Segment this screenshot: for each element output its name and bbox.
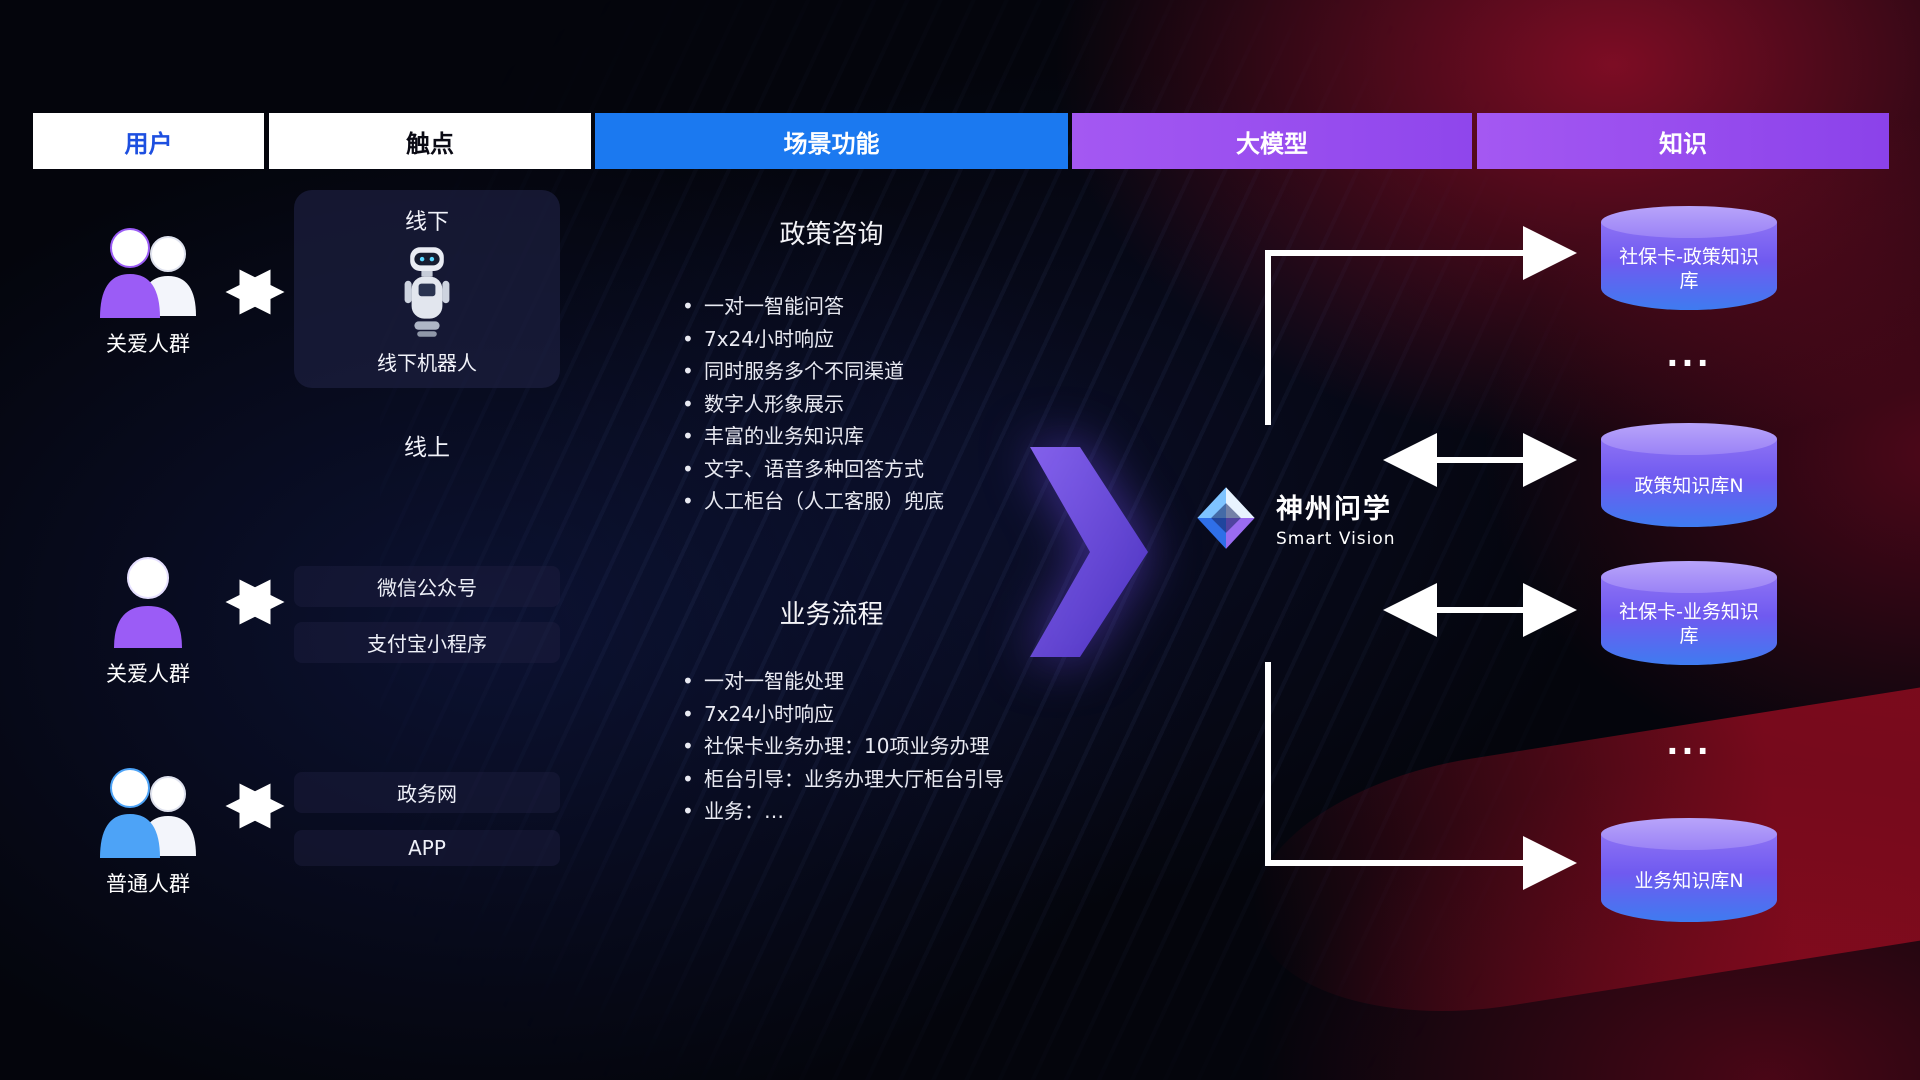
offline-robot-label: 线下机器人 <box>377 351 477 375</box>
user-group-general: 普通人群 <box>58 758 238 898</box>
robot-icon <box>404 246 450 337</box>
single-person-icon <box>114 557 182 648</box>
header-col-users: 用户 <box>33 113 264 169</box>
smart-vision-logo-icon <box>1197 487 1255 549</box>
model-subtitle: Smart Vision <box>1276 529 1396 549</box>
knowledge-db-business-socialcard: 社保卡-业务知识库 <box>1601 561 1777 665</box>
business-process-title: 业务流程 <box>779 600 884 630</box>
online-title: 线上 <box>404 435 450 461</box>
list-item: 一对一智能处理 <box>680 665 1004 698</box>
policy-consult-list: 一对一智能问答 7x24小时响应 同时服务多个不同渠道 数字人形象展示 丰富的业… <box>680 290 944 518</box>
ellipsis-dots: ... <box>1666 336 1712 374</box>
flow-arrow-icon <box>1030 447 1148 657</box>
group-people-icon <box>100 228 196 318</box>
list-item: 文字、语音多种回答方式 <box>680 453 944 486</box>
list-item: 数字人形象展示 <box>680 388 944 421</box>
business-process-list: 一对一智能处理 7x24小时响应 社保卡业务办理：10项业务办理 柜台引导：业务… <box>680 665 1004 828</box>
knowledge-db-policy-socialcard: 社保卡-政策知识库 <box>1601 206 1777 310</box>
list-item: 柜台引导：业务办理大厅柜台引导 <box>680 763 1004 796</box>
list-item: 丰富的业务知识库 <box>680 420 944 453</box>
db-label: 社保卡-政策知识库 <box>1619 246 1759 292</box>
channel-alipay-miniapp: 支付宝小程序 <box>294 622 560 663</box>
header-col-scene-functions: 场景功能 <box>595 113 1068 169</box>
knowledge-db-business-n: 业务知识库N <box>1601 818 1777 922</box>
header-col-large-model: 大模型 <box>1072 113 1472 169</box>
list-item: 一对一智能问答 <box>680 290 944 323</box>
offline-touchpoint-card: 线下 线下机器人 <box>294 190 560 388</box>
list-item: 人工柜台（人工客服）兜底 <box>680 485 944 518</box>
policy-consult-title: 政策咨询 <box>779 220 884 250</box>
header-col-touchpoints: 触点 <box>269 113 591 169</box>
list-item: 7x24小时响应 <box>680 698 1004 731</box>
model-name: 神州问学 <box>1276 494 1392 525</box>
header-col-knowledge: 知识 <box>1477 113 1889 169</box>
db-label: 社保卡-业务知识库 <box>1619 601 1759 647</box>
list-item: 同时服务多个不同渠道 <box>680 355 944 388</box>
user-group-care-1: 关爱人群 <box>58 218 238 358</box>
group-people-icon <box>100 768 196 858</box>
channel-gov-web: 政务网 <box>294 772 560 813</box>
offline-title: 线下 <box>404 210 449 235</box>
user-group-label: 关爱人群 <box>106 332 190 356</box>
model-logo-block: 神州问学 Smart Vision <box>1192 484 1396 552</box>
db-label: 政策知识库N <box>1634 475 1744 497</box>
user-group-care-2: 关爱人群 <box>58 548 238 688</box>
list-item: 7x24小时响应 <box>680 323 944 356</box>
ellipsis-dots: ... <box>1666 724 1712 762</box>
channel-app: APP <box>294 830 560 866</box>
list-item: 业务：… <box>680 795 1004 828</box>
user-group-label: 关爱人群 <box>106 662 190 686</box>
knowledge-db-policy-n: 政策知识库N <box>1601 423 1777 527</box>
channel-wechat: 微信公众号 <box>294 566 560 607</box>
list-item: 社保卡业务办理：10项业务办理 <box>680 730 1004 763</box>
db-label: 业务知识库N <box>1634 870 1744 892</box>
user-group-label: 普通人群 <box>106 872 190 896</box>
